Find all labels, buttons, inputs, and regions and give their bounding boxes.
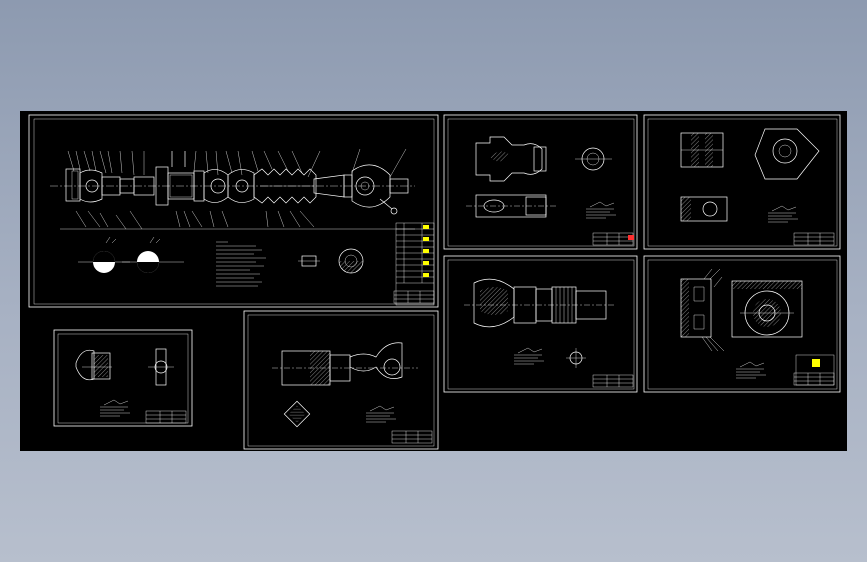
bearing-section-view <box>680 268 725 352</box>
sheet-flange-detail[interactable] <box>643 114 841 250</box>
assembly-center-bearing <box>155 151 205 206</box>
cad-drawing-viewport[interactable] <box>20 111 847 451</box>
sheet-shaft-yoke-detail[interactable] <box>243 310 439 450</box>
assembly-leaders-bottom <box>75 210 315 230</box>
assembly-right-yoke <box>351 164 409 215</box>
assembly-parts-list <box>393 222 435 306</box>
assembly-section-a <box>78 236 130 273</box>
assembly-notes <box>216 241 266 287</box>
assembly-left-yoke <box>65 168 155 203</box>
sheet-yoke-detail[interactable] <box>443 114 638 250</box>
spline-end-view <box>566 348 586 368</box>
sheet-spline-detail[interactable] <box>443 255 638 393</box>
spline-yoke-view <box>464 278 616 328</box>
flange-front-view <box>680 132 724 168</box>
assembly-section-b <box>122 236 184 273</box>
yoke-top-view <box>466 194 556 218</box>
sheet-assembly[interactable] <box>28 114 439 308</box>
yoke-front-view <box>475 136 547 182</box>
flange-bottom-view <box>680 196 728 222</box>
sheet-small-yoke-detail[interactable] <box>53 329 193 427</box>
small-yoke-front <box>75 349 112 381</box>
assembly-bellows <box>253 168 317 204</box>
assembly-middle-joint <box>203 169 255 203</box>
assembly-leaders-top <box>67 148 407 178</box>
shaft-yoke-view <box>272 342 418 386</box>
flange-side-view <box>754 128 820 180</box>
assembly-cross-detail <box>298 255 320 267</box>
assembly-bearing-detail <box>338 248 364 274</box>
sheet-bearing-detail[interactable] <box>643 255 841 393</box>
cad-drawing-canvas <box>28 114 841 450</box>
shaft-section-view <box>283 400 311 428</box>
yoke-side-view <box>575 147 612 171</box>
bearing-front-view <box>731 280 803 338</box>
small-yoke-side <box>148 348 174 386</box>
